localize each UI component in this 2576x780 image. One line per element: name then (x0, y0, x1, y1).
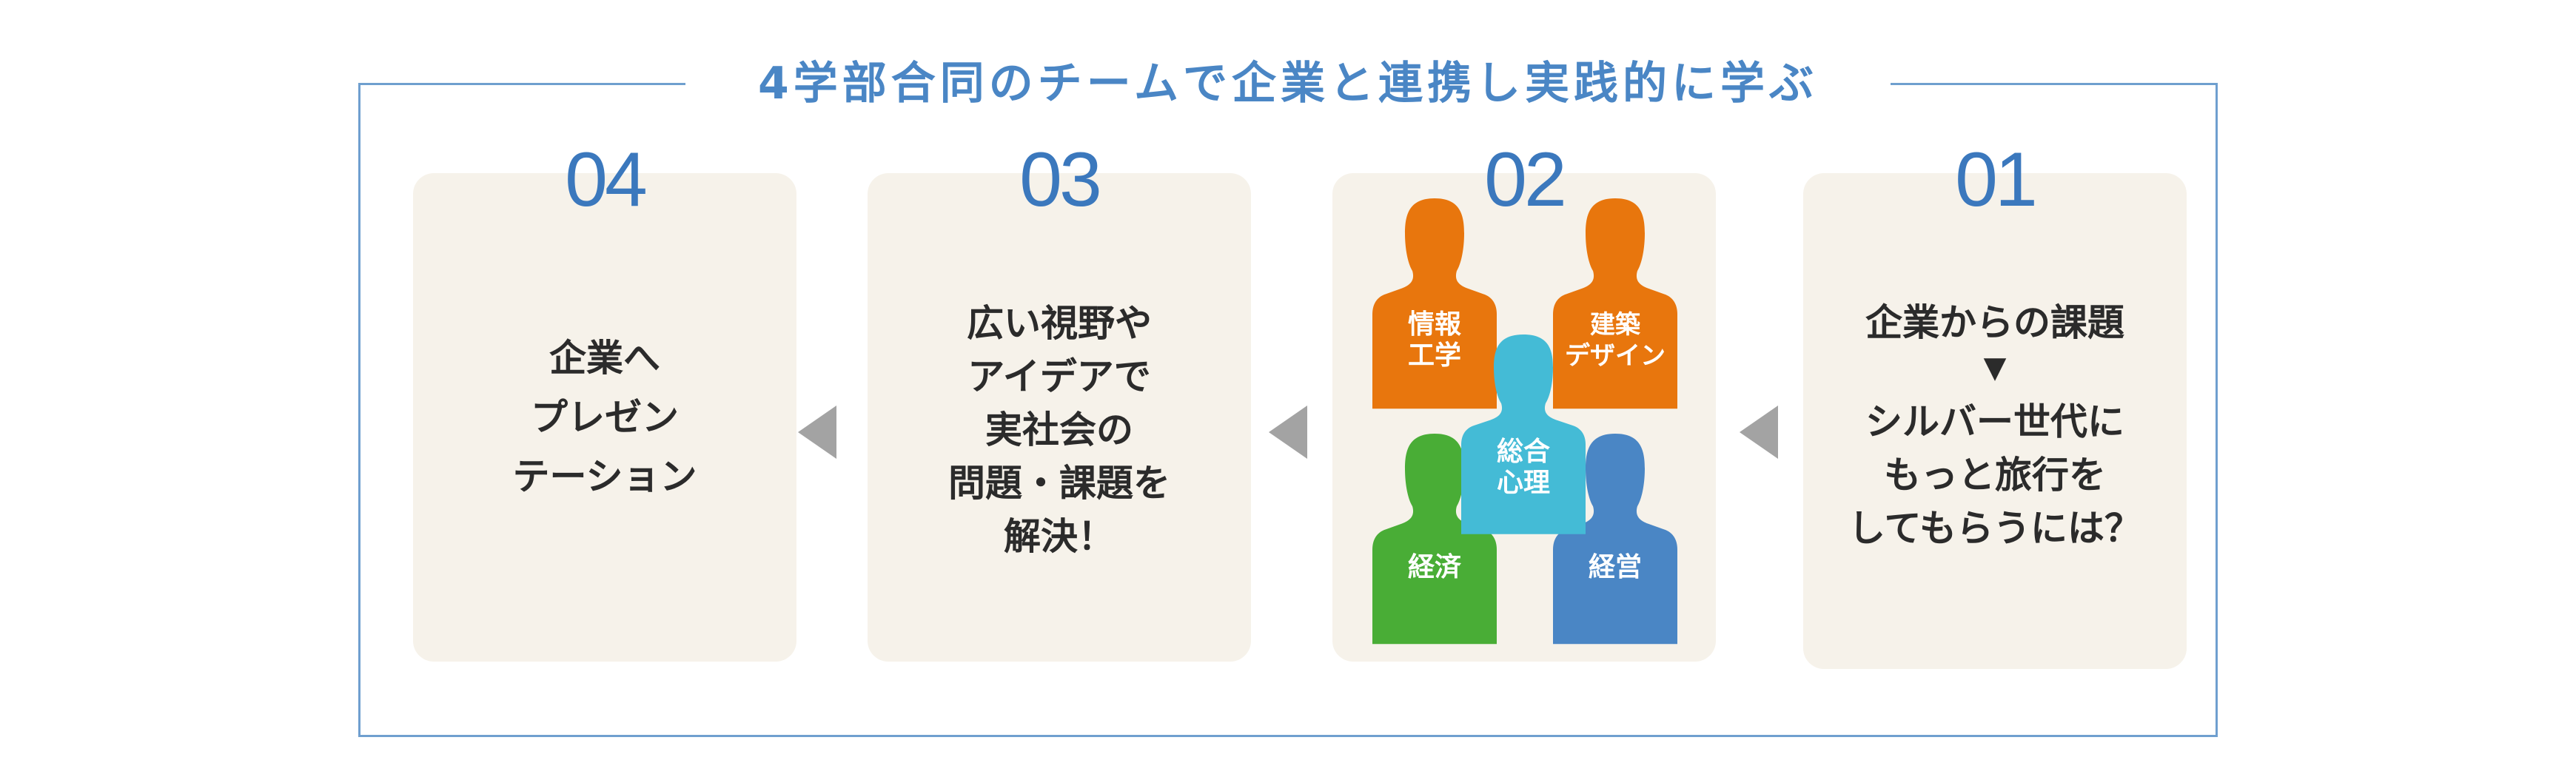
person-info-eng-icon (1372, 198, 1497, 409)
step-01-question: シルバー世代に もっと旅行を してもらうには？ (1848, 400, 2141, 550)
diagram-title: 4学部合同のチームで企業と連携し実践的に学ぶ (685, 53, 1891, 114)
flow-arrow-icon (1269, 406, 1307, 459)
step-04-number: 04 (565, 137, 648, 223)
step-03-number: 03 (1019, 137, 1102, 223)
step-01-number: 01 (1955, 137, 2038, 223)
flow-arrow-icon (798, 406, 836, 459)
down-triangle-icon: ▼ (1983, 351, 2007, 385)
step-02-number: 02 (1484, 137, 1567, 223)
step-04-card: 企業へ プレゼン テーション (413, 173, 796, 662)
step-03-card: 広い視野や アイデアで 実社会の 問題・課題を 解決！ (868, 173, 1251, 662)
step-04-text: 企業へ プレゼン テーション (512, 337, 697, 498)
step-01-issue: 企業からの課題 (1865, 301, 2124, 344)
person-label-management: 経営 (1588, 552, 1642, 582)
step-02-card: 情報 工学 建築 デザイン 総合 心理 経済 経営 (1332, 173, 1716, 662)
step-01-card: 企業からの課題 ▼ シルバー世代に もっと旅行を してもらうには？ (1803, 173, 2187, 669)
step-03-text: 広い視野や アイデアで 実社会の 問題・課題を 解決！ (948, 302, 1170, 558)
person-label-architecture: 建築 デザイン (1565, 310, 1666, 371)
person-label-economics: 経済 (1407, 552, 1461, 582)
team-people-illustration (1372, 198, 1677, 645)
person-label-info-eng: 情報 工学 (1407, 309, 1461, 371)
person-architecture-icon (1553, 198, 1677, 409)
person-label-psychology: 総合 心理 (1496, 437, 1550, 498)
flow-arrow-icon (1740, 406, 1778, 459)
